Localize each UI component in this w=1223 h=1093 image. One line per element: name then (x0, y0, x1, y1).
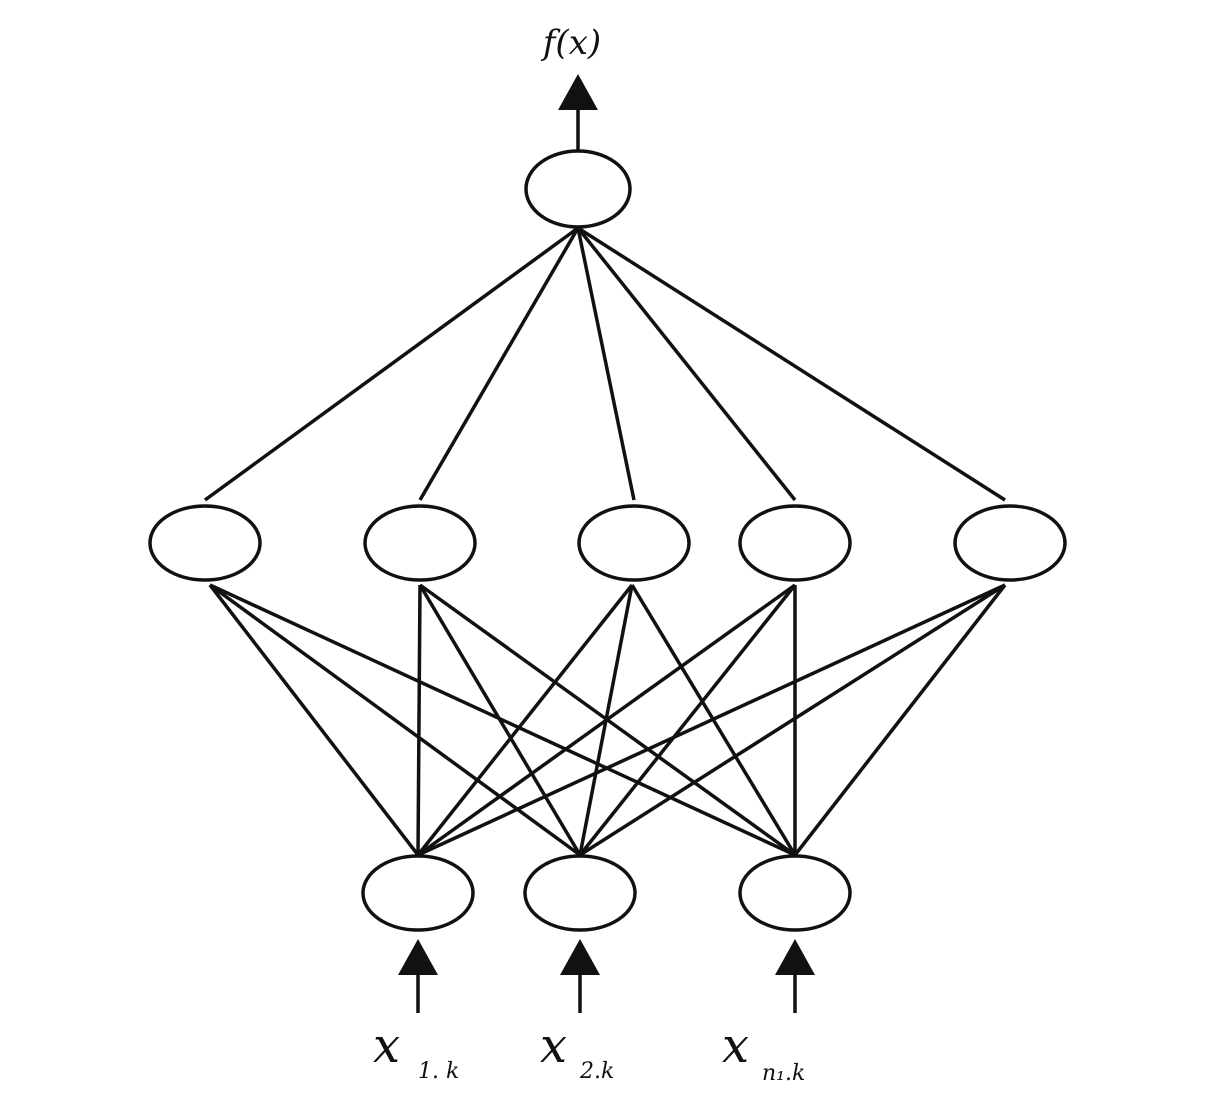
input-label-n-symbol: x (722, 1018, 749, 1074)
io-arrows (398, 74, 815, 1013)
edge-y-h1 (203, 226, 580, 502)
output-arrow-head-icon (558, 74, 598, 110)
input-label-n: x n₁.k (722, 1018, 805, 1086)
network-nodes (148, 149, 1067, 932)
edge-h4-x1 (416, 583, 797, 857)
edge-y-h4 (576, 226, 797, 502)
hidden-node-h4 (738, 504, 852, 582)
input-node-x2 (523, 854, 637, 932)
input-node-x1 (361, 854, 475, 932)
input-arrow-head-icon-x1 (398, 939, 438, 975)
edge-h2-x2 (418, 584, 582, 856)
input-label-1-symbol: x (373, 1018, 400, 1074)
edge-h1-x1 (208, 583, 420, 857)
hidden-node-h2 (363, 504, 477, 582)
hidden-node-h3 (577, 504, 691, 582)
input-arrow-head-icon-x2 (560, 939, 600, 975)
edge-h3-x1 (416, 583, 634, 857)
hidden-node-h1 (148, 504, 262, 582)
input-label-2-subscript: 2.k (579, 1059, 614, 1084)
edge-y-h3 (576, 227, 636, 501)
connection-edges (203, 226, 1007, 857)
output-label: f(x) (540, 23, 601, 63)
input-label-2-symbol: x (540, 1018, 567, 1074)
edge-h2-x1 (416, 584, 422, 856)
input-label-n-subscript: n₁.k (762, 1061, 805, 1086)
input-label-1: x 1. k (373, 1018, 459, 1084)
output-node-y (524, 149, 632, 229)
input-node-xn (738, 854, 852, 932)
hidden-node-h5 (953, 504, 1067, 582)
edge-h5-x2 (579, 583, 1006, 857)
edge-h5-x1 (417, 583, 1006, 857)
edge-h1-xn (209, 583, 796, 857)
input-label-1-subscript: 1. k (418, 1059, 459, 1084)
edge-h4-x2 (578, 583, 797, 857)
edge-y-h5 (577, 226, 1006, 502)
input-label-2: x 2.k (540, 1018, 614, 1084)
edge-h5-xn (793, 583, 1007, 857)
edge-y-h2 (418, 227, 580, 501)
input-arrow-head-icon-xn (775, 939, 815, 975)
